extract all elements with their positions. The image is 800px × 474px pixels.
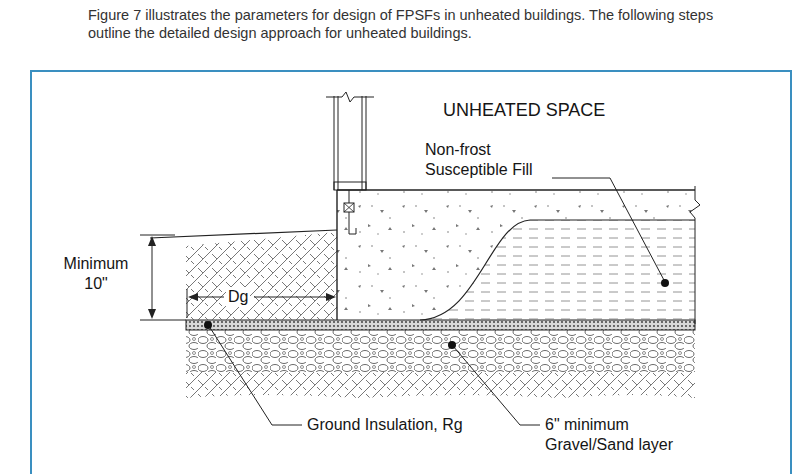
figure-frame	[31, 71, 791, 474]
insulation-label: Ground Insulation, Rg	[307, 415, 463, 435]
dimension-label: Dg	[226, 287, 250, 307]
wall	[326, 92, 374, 234]
gravel-label: 6" minimum Gravel/Sand layer	[545, 415, 695, 455]
leader-dots	[204, 279, 669, 349]
fill-label: Non-frost Susceptible Fill	[425, 140, 575, 180]
dimension-lines	[140, 235, 336, 320]
dimension-label: Minimum 10"	[52, 254, 140, 294]
leader-lines	[209, 178, 665, 425]
space-label: UNHEATED SPACE	[443, 99, 605, 122]
foundation-slab	[337, 186, 700, 324]
intro-paragraph: Figure 7 illustrates the parameters for …	[88, 6, 743, 42]
